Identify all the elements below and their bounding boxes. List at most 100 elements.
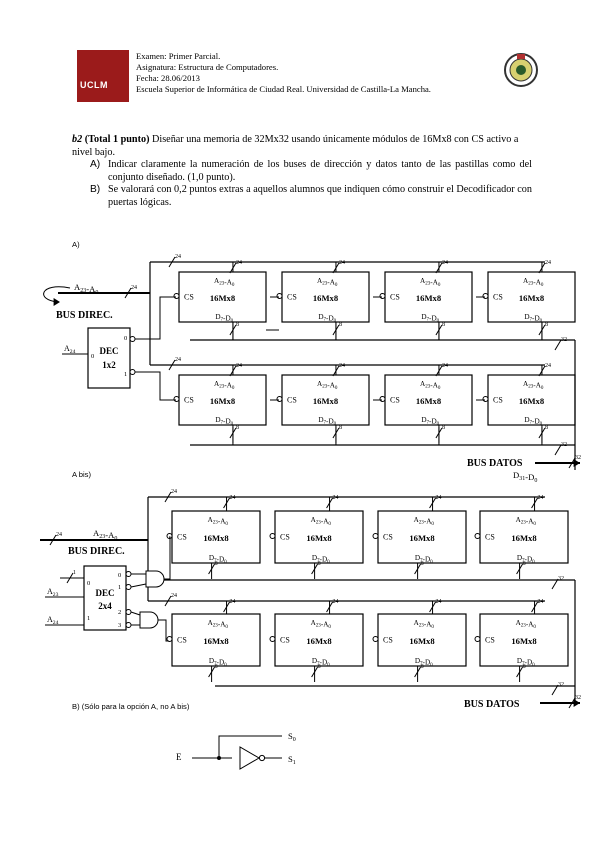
bus-width-slash	[568, 457, 576, 469]
chip-address-label: A23-A0	[311, 619, 332, 630]
chip-body	[377, 613, 467, 667]
a24-label: A24	[64, 344, 76, 355]
dec-out-bubble	[125, 584, 132, 590]
cs-bubble	[276, 396, 283, 402]
chip-body	[178, 374, 267, 426]
cs-bubble	[173, 396, 180, 402]
bus-width-label: 24	[175, 254, 181, 260]
cs-bubble	[474, 532, 481, 539]
chip-cs-label: CS	[390, 293, 400, 302]
address-bus-label-b: A23-A0	[93, 528, 117, 542]
bus-width-label: 1	[73, 570, 76, 576]
item-b-text: Se valorará con 0,2 puntos extras a aque…	[108, 184, 532, 208]
a23-label: A23	[47, 587, 59, 598]
bus-width-label: 24	[175, 357, 181, 363]
bus-width-slash	[516, 666, 524, 678]
bus-datos-label-b: BUS DATOS	[464, 699, 520, 710]
dec-out-bubble	[129, 336, 136, 342]
bus-width-label: 24	[442, 260, 448, 266]
decoder-1x2	[87, 327, 131, 389]
decoder-label: DEC	[95, 588, 114, 598]
dec-out-bubble	[125, 571, 132, 577]
chip-data-label: D7-D0	[517, 554, 535, 565]
chip-data-label: D7-D0	[421, 313, 439, 324]
problem-statement: b2 (Total 1 punto) Diseñar una memoria d…	[72, 134, 532, 210]
cs-bubble	[269, 635, 276, 642]
bus-width-label: 24	[545, 260, 551, 266]
header-line-school: Escuela Superior de Informática de Ciuda…	[136, 84, 431, 94]
problem-id: b2	[72, 134, 83, 145]
chip-data-label: D7-D0	[421, 416, 439, 427]
dec-out-bubble	[129, 369, 136, 375]
cs-bubble	[276, 293, 283, 299]
bus-width-label: 24	[538, 599, 544, 605]
bus-width-label: 24	[171, 593, 177, 599]
bus-width-label: 24	[236, 260, 242, 266]
bus-width-slash	[164, 491, 172, 503]
chip-data-label: D7-D0	[209, 554, 227, 565]
chip-name: 16Mx8	[511, 636, 537, 646]
bus-width-label: 8	[339, 322, 342, 328]
and-gate	[145, 570, 165, 588]
chip-address-label: A23-A0	[414, 619, 435, 630]
chip-address-label: A23-A0	[214, 380, 235, 391]
chip-address-label: A23-A0	[317, 277, 338, 288]
chip-name: 16Mx8	[416, 293, 442, 303]
chip-name: 16Mx8	[313, 293, 339, 303]
bus-width-slash	[208, 666, 216, 678]
bus-width-slash	[168, 359, 176, 371]
bus-width-label: 24	[131, 285, 137, 291]
bus-width-label: 24	[436, 599, 442, 605]
decoder-output-index: 3	[118, 622, 121, 629]
bus-width-label: 8	[215, 561, 218, 567]
chip-address-label: A23-A0	[420, 277, 441, 288]
chip-data-label: D7-D0	[524, 313, 542, 324]
chip-address-label: A23-A0	[516, 619, 537, 630]
arrow-head	[573, 459, 580, 467]
chip-cs-label: CS	[287, 396, 297, 405]
chip-data-label: D7-D0	[524, 416, 542, 427]
header-line-subject: Asignatura: Estructura de Computadores.	[136, 62, 279, 72]
bus-width-label: 8	[442, 322, 445, 328]
uclm-logo: UCLM	[77, 50, 129, 102]
chip-data-label: D7-D0	[209, 657, 227, 668]
bus-width-label: 24	[538, 495, 544, 501]
chip-cs-label: CS	[390, 396, 400, 405]
bus-width-label: 8	[545, 425, 548, 431]
chip-body	[274, 613, 364, 667]
dec-out-bubble	[125, 609, 132, 615]
section-b-label: B) (Sólo para la opción A, no A bis)	[72, 702, 190, 711]
arrow-head	[573, 699, 580, 707]
chip-name: 16Mx8	[511, 533, 537, 543]
not-gate	[239, 746, 260, 770]
bus-dir-label: BUS DIREC.	[56, 310, 113, 321]
decoder-2x4	[83, 565, 127, 631]
cs-bubble	[482, 293, 489, 299]
cs-bubble	[379, 293, 386, 299]
item-b: B)Se valorará con 0,2 puntos extras a aq…	[90, 184, 532, 209]
item-a-marker: A)	[90, 159, 101, 171]
bus-width-slash	[538, 365, 546, 377]
bus-width-label: 32	[558, 682, 564, 688]
problem-text: Diseñar una memoria de 32Mx32 usando úni…	[72, 134, 519, 158]
s1-label: S1	[288, 754, 296, 766]
chip-cs-label: CS	[383, 533, 393, 542]
section-a-bis-label: A bis)	[72, 470, 91, 479]
bus-width-label: 8	[523, 561, 526, 567]
cs-wire-row2-b	[158, 619, 169, 642]
chip-data-label: D7-D0	[318, 416, 336, 427]
chip-address-label: A23-A0	[420, 380, 441, 391]
chip-name: 16Mx8	[519, 293, 545, 303]
bus-loop-arrow	[43, 286, 71, 303]
bus-width-label: 8	[318, 664, 321, 670]
chip-body	[274, 510, 364, 564]
e-label: E	[176, 752, 182, 762]
decoder-size-label: 1x2	[102, 360, 116, 370]
